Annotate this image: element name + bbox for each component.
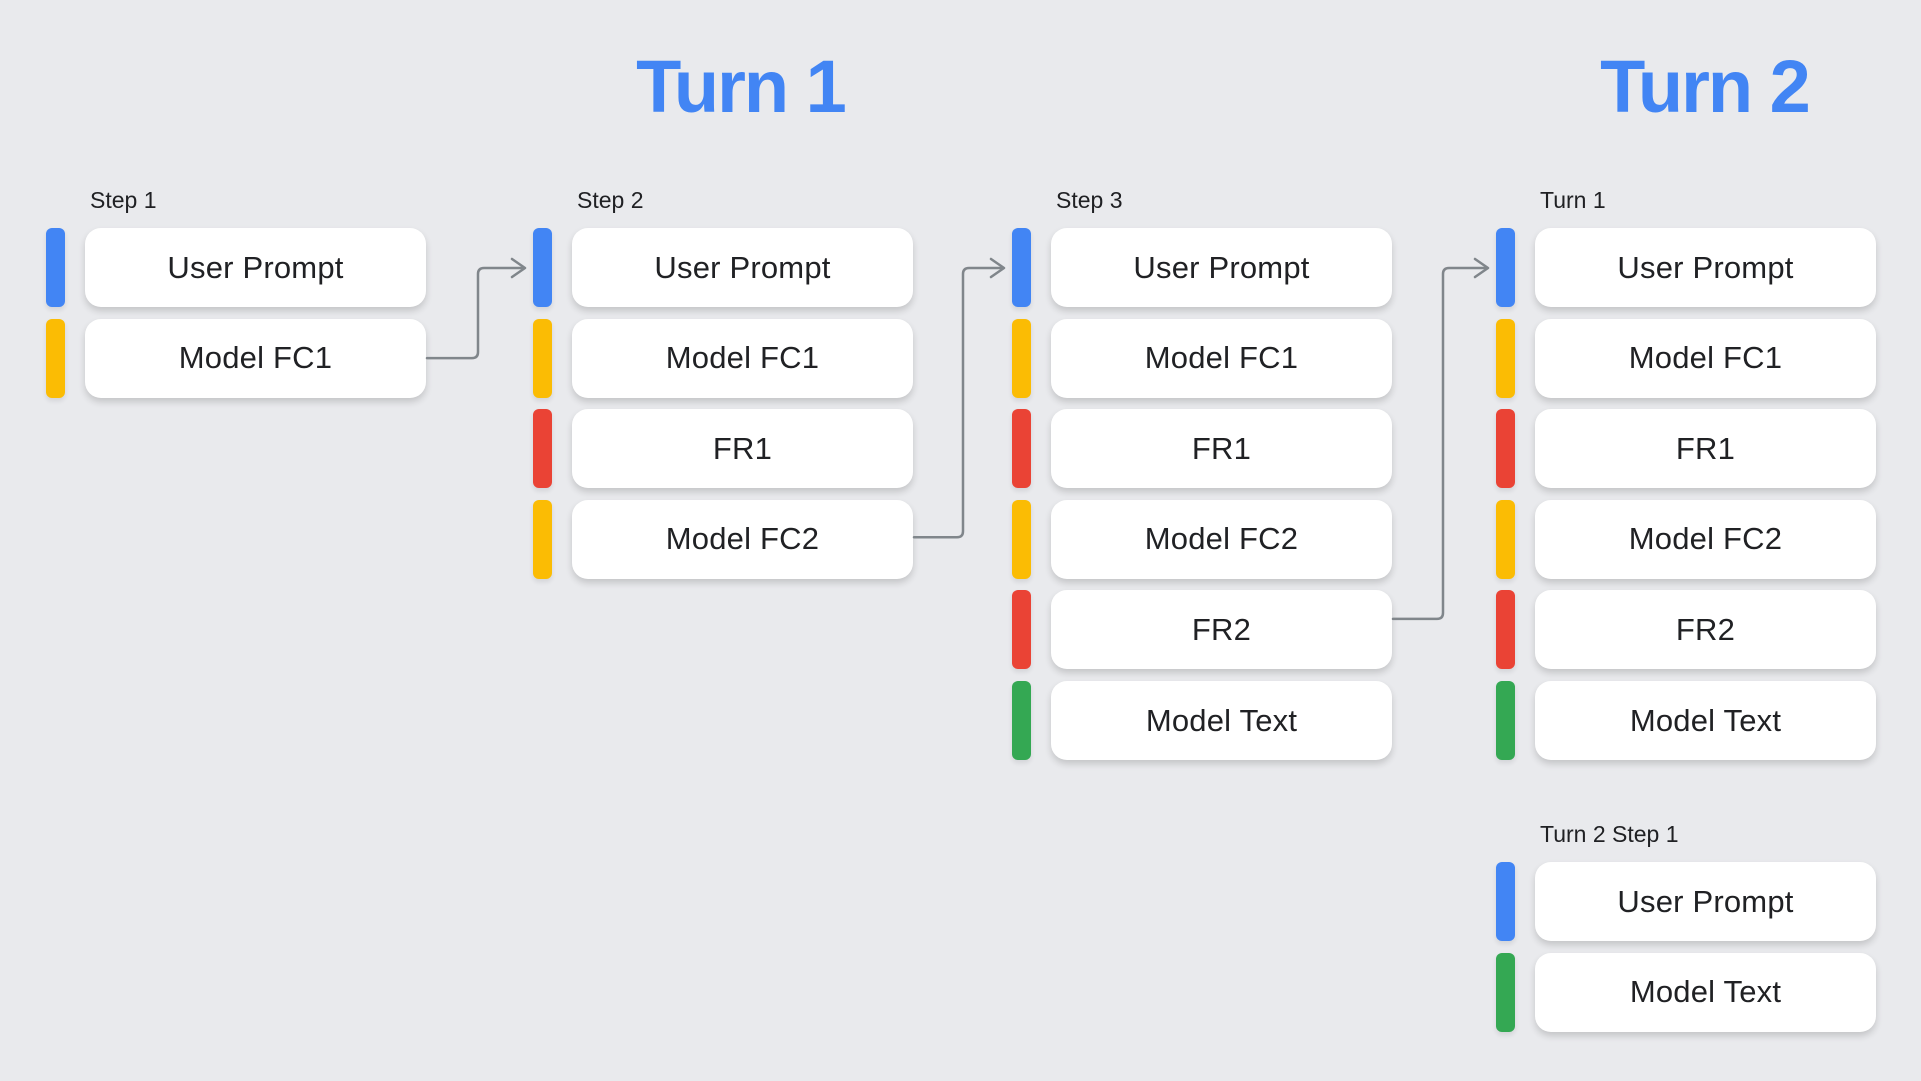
step3-model-fc1-box: Model FC1 xyxy=(1051,318,1392,398)
turn1-label: Turn 1 xyxy=(1540,187,1606,213)
step1-user-prompt-box: User Prompt xyxy=(85,228,426,307)
turn1-fr2-red-bar xyxy=(1496,590,1515,670)
step1-user-prompt-blue-bar xyxy=(46,228,65,307)
step3-fr1-box: FR1 xyxy=(1051,409,1392,489)
turn1-model-text-green-bar xyxy=(1496,681,1515,760)
arrow-step3-fr2-to-turn1-user-prompt xyxy=(1391,266,1488,621)
turn1-model-fc2-box: Model FC2 xyxy=(1535,499,1876,579)
arrowhead-step3-fr2-to-turn1-user-prompt xyxy=(1473,257,1490,279)
turn1-fr2-box: FR2 xyxy=(1535,590,1876,670)
turn1-fr1-box: FR1 xyxy=(1535,409,1876,489)
turn2step1-user-prompt-blue-bar xyxy=(1496,862,1515,941)
step3-fr1-red-bar xyxy=(1012,409,1031,489)
step3-model-text-green-bar xyxy=(1012,681,1031,760)
step2-model-fc1-yellow-bar xyxy=(533,318,552,398)
step3-model-fc2-box: Model FC2 xyxy=(1051,499,1392,579)
turn1-model-text-box: Model Text xyxy=(1535,681,1876,760)
arrowhead-step2-model-fc2-to-step3-user-prompt xyxy=(989,257,1006,279)
turn1-model-fc1-yellow-bar xyxy=(1496,318,1515,398)
step2-fr1-red-bar xyxy=(533,409,552,489)
turn-2-heading: Turn 2 xyxy=(1600,45,1811,128)
turn2step1-label: Turn 2 Step 1 xyxy=(1540,821,1679,847)
step2-user-prompt-box: User Prompt xyxy=(572,228,913,307)
step2-label: Step 2 xyxy=(577,187,644,213)
arrowhead-step1-model-fc1-to-step2-user-prompt xyxy=(510,257,527,279)
step2-model-fc2-yellow-bar xyxy=(533,499,552,579)
turn1-fr1-red-bar xyxy=(1496,409,1515,489)
step3-label: Step 3 xyxy=(1056,187,1123,213)
step3-model-fc2-yellow-bar xyxy=(1012,499,1031,579)
turn-1-heading: Turn 1 xyxy=(636,45,847,128)
step1-model-fc1-box: Model FC1 xyxy=(85,318,426,398)
step3-fr2-red-bar xyxy=(1012,590,1031,670)
turn1-user-prompt-box: User Prompt xyxy=(1535,228,1876,307)
turn1-model-fc1-box: Model FC1 xyxy=(1535,318,1876,398)
step2-fr1-box: FR1 xyxy=(572,409,913,489)
step3-model-fc1-yellow-bar xyxy=(1012,318,1031,398)
step3-model-text-box: Model Text xyxy=(1051,681,1392,760)
step2-model-fc1-box: Model FC1 xyxy=(572,318,913,398)
turn1-user-prompt-blue-bar xyxy=(1496,228,1515,307)
turn1-model-fc2-yellow-bar xyxy=(1496,499,1515,579)
step3-user-prompt-box: User Prompt xyxy=(1051,228,1392,307)
step3-user-prompt-blue-bar xyxy=(1012,228,1031,307)
turn2step1-model-text-green-bar xyxy=(1496,952,1515,1032)
step3-fr2-box: FR2 xyxy=(1051,590,1392,670)
turn2step1-user-prompt-box: User Prompt xyxy=(1535,862,1876,941)
step2-model-fc2-box: Model FC2 xyxy=(572,499,913,579)
arrow-step1-model-fc1-to-step2-user-prompt xyxy=(425,266,525,360)
step2-user-prompt-blue-bar xyxy=(533,228,552,307)
arrow-step2-model-fc2-to-step3-user-prompt xyxy=(912,266,1004,539)
step1-model-fc1-yellow-bar xyxy=(46,318,65,398)
turn2step1-model-text-box: Model Text xyxy=(1535,952,1876,1032)
step1-label: Step 1 xyxy=(90,187,157,213)
